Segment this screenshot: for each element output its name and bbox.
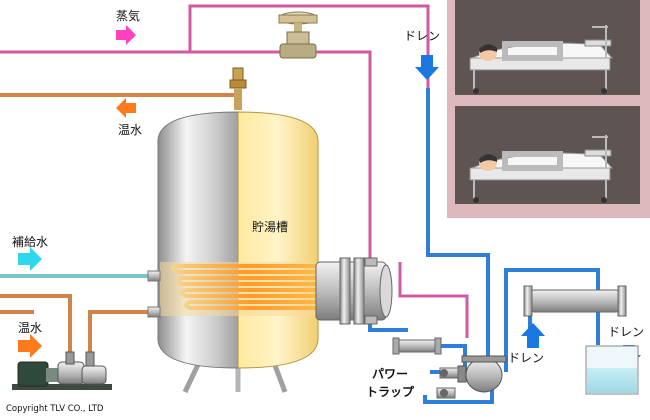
control-valve-icon: [278, 11, 318, 59]
drain-arrow-icon: [521, 323, 545, 348]
hospital-bed-icon: [469, 135, 614, 203]
power-trap: [436, 355, 507, 399]
strainer: [392, 337, 442, 355]
hospital-rooms: [447, 0, 650, 218]
drain-arrow-icon: [415, 55, 439, 80]
coil-head-flange: [315, 257, 393, 325]
drain-receiver-tank: [585, 345, 639, 395]
drain-pipe: [368, 88, 600, 404]
steam-arrow-icon: [116, 25, 136, 45]
steam-label: 蒸気: [116, 9, 141, 23]
hot-water-in-label: 温水: [18, 321, 43, 335]
pump-motor-icon: [12, 351, 112, 390]
copyright-text: Copyright TLV CO., LTD: [6, 404, 104, 414]
hot-water-arrow-icon: [116, 98, 136, 118]
makeup-water-label: 補給水: [12, 235, 49, 249]
drain-right-label: ドレン: [608, 325, 645, 339]
safety-valve-icon: [229, 67, 247, 110]
drain-heat-exchanger: [523, 285, 627, 317]
hot-water-out-label: 温水: [118, 123, 143, 137]
power-trap-label-line2: トラップ: [366, 385, 415, 399]
hot-water-arrow-icon: [18, 334, 42, 358]
steam-pipe: [0, 4, 469, 338]
power-trap-label-line1: パワー: [372, 367, 409, 381]
drain-mid-label: ドレン: [508, 351, 545, 365]
tank-label: 貯湯槽: [252, 220, 289, 234]
hospital-bed-icon: [469, 25, 614, 94]
drain-top-label: ドレン: [404, 29, 441, 43]
makeup-water-arrow-icon: [18, 247, 42, 271]
heating-coil: [171, 264, 318, 310]
storage-tank: [147, 111, 319, 394]
